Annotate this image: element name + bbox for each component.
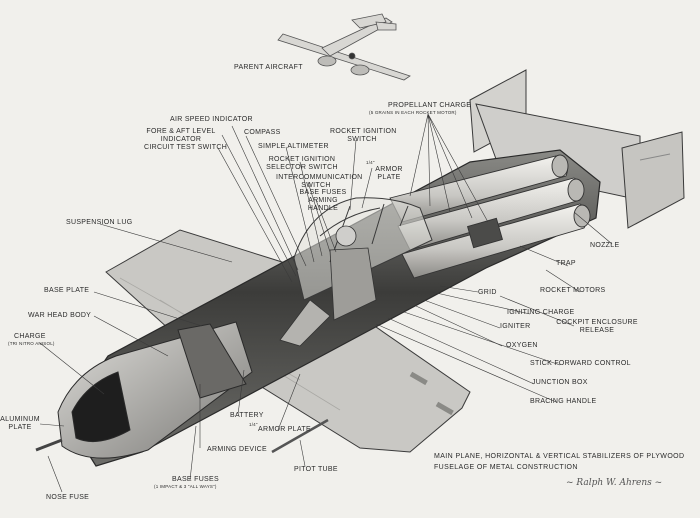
- label-base-fuses: BASE FUSES: [172, 476, 219, 483]
- label-propellant-charge-sub: (5 GRAINS IN EACH ROCKET MOTOR): [369, 110, 457, 115]
- label-battery: BATTERY: [230, 412, 264, 419]
- label-base-fuses-arming-line2: ARMING: [308, 197, 338, 204]
- label-propellant-charge: PROPELLANT CHARGE: [388, 102, 472, 109]
- label-oxygen: OXYGEN: [506, 342, 538, 349]
- label-armor-plate-bottom: ARMOR PLATE: [258, 426, 311, 433]
- label-base-fuses-arming-line1: BASE FUSES: [299, 189, 347, 196]
- label-arming-device: ARMING DEVICE: [207, 446, 267, 453]
- label-base-fuses-arming-line3: HANDLE: [307, 205, 339, 212]
- label-intercommunication-line2: SWITCH: [301, 182, 331, 189]
- label-simple-altimeter: SIMPLE ALTIMETER: [258, 143, 329, 150]
- warhead-nose: [35, 321, 253, 459]
- label-bracing-handle: BRACING HANDLE: [530, 398, 597, 405]
- parent-aircraft-sketch: [277, 13, 411, 81]
- pitot-tube-drawing: [271, 418, 329, 454]
- label-rocket-ignition-selector-switch: ROCKET IGNITION SELECTOR SWITCH: [262, 156, 342, 172]
- label-igniting-charge: IGNITING CHARGE: [507, 309, 575, 316]
- label-suspension-lug: SUSPENSION LUG: [66, 219, 133, 226]
- label-nozzle: NOZZLE: [590, 242, 620, 249]
- construction-note-line2: FUSELAGE OF METAL CONSTRUCTION: [434, 464, 578, 471]
- label-armor-plate-fraction: 1/4": [366, 160, 375, 165]
- construction-note: MAIN PLANE, HORIZONTAL & VERTICAL STABIL…: [434, 451, 684, 473]
- label-intercommunication-switch: INTERCOMMUNICATION SWITCH: [276, 174, 363, 190]
- label-rocket-ignition-switch: ROCKET IGNITION SWITCH: [330, 128, 397, 144]
- label-pitot-tube: PITOT TUBE: [294, 466, 338, 473]
- label-trap: TRAP: [556, 260, 576, 267]
- signature-mark: ~ Ralph W. Ahrens ~: [566, 478, 663, 488]
- label-fore-aft-level-indicator: FORE & AFT LEVEL INDICATOR: [138, 128, 224, 144]
- label-aluminum-plate-line1: ALUMINUM: [0, 416, 40, 423]
- label-charge-sub: (TRI NITRO ANISOL): [8, 341, 55, 346]
- label-base-fuses-arming-handle: BASE FUSES ARMING HANDLE: [296, 189, 350, 213]
- label-armor-plate-bottom-fraction: 1/4": [249, 422, 258, 427]
- label-cockpit-enclosure-line1: COCKPIT ENCLOSURE: [556, 319, 638, 326]
- label-compass: COMPASS: [244, 129, 281, 136]
- label-armor-plate-top-line2: PLATE: [377, 174, 401, 181]
- label-armor-plate-top: ARMOR PLATE: [372, 166, 406, 182]
- label-base-fuses-sub: (1 IMPACT & 3 "ALL WAYS"): [154, 484, 217, 489]
- rocket-motors-drawing: [389, 154, 591, 279]
- label-nose-fuse: NOSE FUSE: [46, 494, 90, 501]
- label-parent-aircraft: PARENT AIRCRAFT: [234, 64, 303, 71]
- leader-lines: [39, 113, 613, 493]
- label-war-head-body: WAR HEAD BODY: [28, 312, 92, 319]
- pilot-figure: [279, 225, 377, 347]
- label-aluminum-plate-line2: PLATE: [8, 424, 32, 431]
- label-armor-plate-top-line1: ARMOR: [375, 166, 403, 173]
- label-charge: CHARGE: [14, 333, 46, 340]
- label-igniter: IGNITER: [500, 323, 531, 330]
- label-grid: GRID: [478, 289, 497, 296]
- label-rocket-ignition-switch-line1: ROCKET IGNITION: [330, 128, 397, 135]
- label-circuit-test-switch: CIRCUIT TEST SWITCH: [144, 144, 228, 151]
- label-fore-aft-line1: FORE & AFT LEVEL: [146, 128, 216, 135]
- label-intercommunication-line1: INTERCOMMUNICATION: [276, 174, 363, 181]
- label-rocket-ignition-switch-line2: SWITCH: [347, 136, 377, 143]
- label-stick-forward-control: STICK FORWARD CONTROL: [530, 360, 631, 367]
- label-rocket-ignition-selector-line1: ROCKET IGNITION: [268, 156, 336, 163]
- label-fore-aft-line2: INDICATOR: [160, 136, 202, 143]
- label-junction-box: JUNCTION BOX: [532, 379, 588, 386]
- label-cockpit-enclosure-line2: RELEASE: [579, 327, 615, 334]
- label-rocket-ignition-selector-line2: SELECTOR SWITCH: [266, 164, 338, 171]
- label-cockpit-enclosure-release: COCKPIT ENCLOSURE RELEASE: [552, 319, 642, 335]
- label-air-speed-indicator: AIR SPEED INDICATOR: [170, 116, 253, 123]
- label-rocket-motors: ROCKET MOTORS: [540, 287, 606, 294]
- label-aluminum-plate: ALUMINUM PLATE: [0, 416, 40, 432]
- construction-note-line1: MAIN PLANE, HORIZONTAL & VERTICAL STABIL…: [434, 453, 685, 460]
- label-base-plate: BASE PLATE: [44, 287, 90, 294]
